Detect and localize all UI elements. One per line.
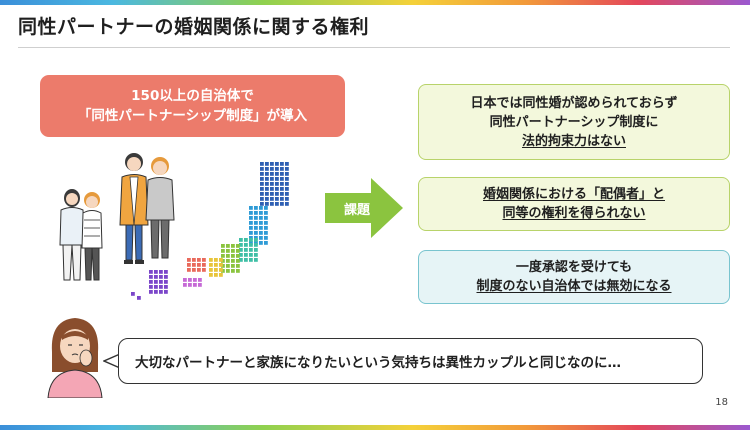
issue-box-spouse-rights: 婚姻関係における「配偶者」と 同等の権利を得られない — [418, 177, 730, 231]
issue-3-line-1: 一度承認を受けても — [515, 260, 633, 275]
speech-bubble-tail — [103, 353, 121, 369]
issue-2-line-1: 婚姻関係における「配偶者」と — [482, 187, 665, 202]
arrow-label: 課題 — [343, 202, 370, 218]
slide-title: 同性パートナーの婚姻関係に関する権利 — [18, 16, 370, 38]
people-illustration-icon — [59, 153, 175, 281]
title-divider — [18, 47, 730, 48]
issue-box-no-marriage: 日本では同性婚が認められておらず 同性パートナーシップ制度に 法的拘束力はない — [418, 84, 730, 160]
rainbow-bottom-bar — [0, 425, 750, 430]
issue-1-line-3: 法的拘束力はない — [521, 133, 626, 149]
issue-box-invalid-elsewhere: 一度承認を受けても 制度のない自治体では無効になる — [418, 250, 730, 304]
japan-map-icon — [131, 162, 289, 300]
page-number: 18 — [715, 397, 728, 408]
issue-1-line-1: 日本では同性婚が認められておらず — [470, 95, 678, 111]
issue-1-line-2: 同性パートナーシップ制度に — [489, 114, 659, 130]
speech-bubble: 大切なパートナーと家族になりたいという気持ちは異性カップルと同じなのに… — [118, 338, 703, 384]
issue-2-line-2: 同等の権利を得られない — [502, 206, 646, 221]
issue-arrow: 課題 — [325, 178, 405, 238]
intro-line-2: 「同性パートナーシップ制度」が導入 — [77, 108, 308, 124]
intro-box: 150以上の自治体で 「同性パートナーシップ制度」が導入 — [40, 75, 345, 137]
worried-person-icon — [47, 318, 103, 398]
rainbow-top-bar — [0, 0, 750, 5]
issue-3-line-2: 制度のない自治体では無効になる — [476, 279, 672, 294]
right-arrow-icon — [325, 178, 403, 238]
intro-line-1: 150以上の自治体で — [131, 88, 254, 104]
